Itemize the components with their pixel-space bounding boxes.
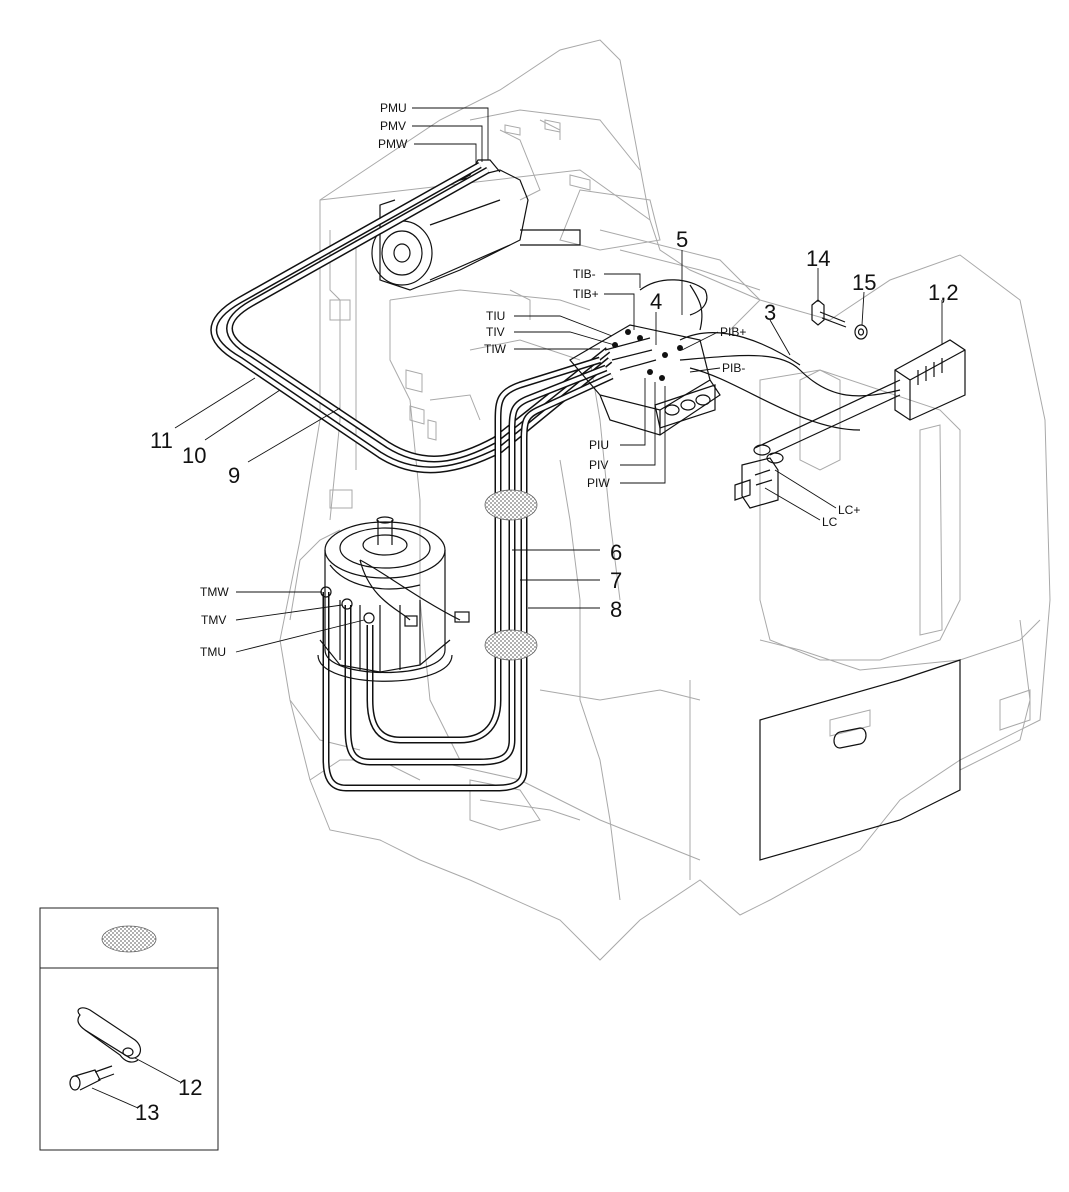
- callout-5: 5: [676, 227, 688, 252]
- terminal-tib-plus: TIB+: [573, 287, 599, 301]
- callout-7: 7: [610, 568, 622, 593]
- controller: [569, 324, 721, 436]
- traction-motor: [317, 516, 470, 682]
- callout-9: 9: [228, 463, 240, 488]
- sleeve-upper: [484, 489, 538, 521]
- terminal-pmw: PMW: [378, 137, 408, 151]
- callout-13: 13: [135, 1100, 159, 1125]
- terminal-tib-minus: TIB-: [573, 267, 596, 281]
- terminal-lc: LC: [822, 515, 838, 529]
- terminal-tiw: TIW: [484, 342, 507, 356]
- terminal-pib-minus: PIB-: [722, 361, 745, 375]
- callout-4: 4: [650, 289, 662, 314]
- terminal-piv: PIV: [589, 458, 608, 472]
- callout-8: 8: [610, 597, 622, 622]
- terminal-pib-plus: PIB+: [720, 325, 746, 339]
- callout-14: 14: [806, 246, 830, 271]
- sleeve-lower: [484, 629, 538, 661]
- terminal-piw: PIW: [587, 476, 610, 490]
- callout-12: 12: [178, 1075, 202, 1100]
- callout-11: 11: [150, 428, 173, 453]
- cable-clamp-12: [77, 1007, 142, 1063]
- callout-15: 15: [852, 270, 876, 295]
- terminal-tmw: TMW: [200, 585, 229, 599]
- terminal-tiu: TIU: [486, 309, 505, 323]
- cable-bundle-6-7-8: [322, 356, 614, 792]
- callout-6: 6: [610, 540, 622, 565]
- callout-10: 10: [182, 443, 206, 468]
- battery-connector: [753, 339, 966, 464]
- contactor: [734, 457, 779, 509]
- terminal-lc-plus: LC+: [838, 503, 860, 517]
- screw-13: [69, 1065, 115, 1091]
- terminal-tmu: TMU: [200, 645, 226, 659]
- terminal-tmv: TMV: [201, 613, 226, 627]
- bolt-14: [811, 299, 847, 328]
- terminal-piu: PIU: [589, 438, 609, 452]
- battery-cable-3: [639, 279, 901, 431]
- terminal-labels: PMU PMV PMW TIB- TIB+ TIU TIV TIW PIB+ P…: [200, 101, 860, 659]
- callouts: 1,2 3 4 5 6 7 8 9 10 11 14 15: [150, 227, 959, 622]
- vehicle-body-outline: [279, 39, 1051, 961]
- terminal-pmv: PMV: [380, 119, 406, 133]
- callout-3: 3: [764, 300, 776, 325]
- terminal-pmu: PMU: [380, 101, 407, 115]
- side-panel: [759, 659, 961, 861]
- callout-1-2: 1,2: [928, 280, 959, 305]
- legend-box: 12 13: [39, 907, 219, 1151]
- cable-loop-9-10-11: [210, 161, 613, 474]
- legend-sleeve-swatch: [101, 925, 157, 953]
- terminal-tiv: TIV: [486, 325, 505, 339]
- washer-15: [854, 324, 868, 340]
